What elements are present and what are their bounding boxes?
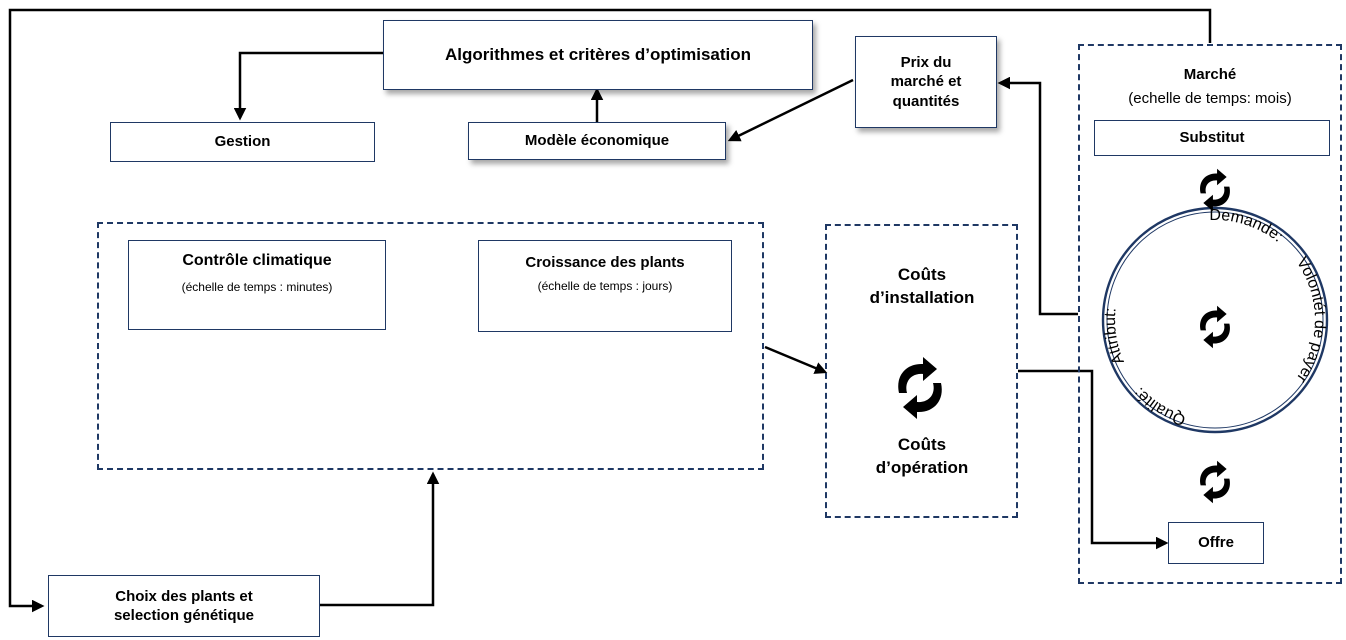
choix-to-production-arrow xyxy=(320,471,440,607)
croissance-title: Croissance des plants xyxy=(525,254,685,271)
choix-label-line1: Choix des plants et xyxy=(115,587,253,605)
substitut-label: Substitut xyxy=(1179,129,1245,147)
choix-label-line2: selection génétique xyxy=(113,607,255,624)
cycle-arrows-icon xyxy=(1200,168,1230,212)
cycle-arrows-icon xyxy=(1200,460,1230,504)
offre-box: Offre xyxy=(1168,522,1264,564)
controle-title-part1: Contrôle xyxy=(182,252,253,269)
marche-subtitle: (echelle de temps: mois) xyxy=(1128,90,1292,107)
couts-operation-label: Coûts d’opération xyxy=(828,434,1016,480)
marche-title: Marché xyxy=(1183,66,1237,83)
feedback-loop-arrow xyxy=(8,8,1212,613)
couts-operation-line1: Coûts xyxy=(897,435,947,454)
couts-container xyxy=(825,224,1018,518)
algorithmes-box: Algorithmes et critères d’optimisation xyxy=(383,20,813,90)
marche-container xyxy=(1078,44,1342,584)
couts-to-offre-arrow xyxy=(1018,369,1169,550)
market-cycle-circle xyxy=(1101,206,1329,434)
marche-to-prix-arrow xyxy=(997,76,1078,316)
controle-climatique-box: Contrôle climatique (échelle de temps : … xyxy=(128,240,386,330)
prix-to-modele-arrow xyxy=(727,78,854,142)
controle-title-part2: climatique xyxy=(252,252,332,269)
couts-operation-line2: d’opération xyxy=(875,457,969,477)
couts-installation-label: Coûts d’installation xyxy=(828,264,1016,310)
gestion-label: Gestion xyxy=(214,133,271,151)
prix-label-line1: Prix du xyxy=(900,53,952,71)
market-cycle-inner-circle xyxy=(1106,211,1324,429)
choix-plants-box: Choix des plants et selection génétique xyxy=(48,575,320,637)
modele-economique-box: Modèle économique xyxy=(468,122,726,160)
cycle-arrows-icon xyxy=(1200,305,1230,349)
gestion-box: Gestion xyxy=(110,122,375,162)
croissance-plants-box: Croissance des plants (échelle de temps … xyxy=(478,240,732,332)
modele-economique-label: Modèle économique xyxy=(524,132,670,150)
production-system-container xyxy=(97,222,764,470)
algorithmes-label: Algorithmes et critères d’optimisation xyxy=(444,44,752,64)
prix-label-line3: quantités xyxy=(892,92,960,110)
croissance-subtitle: (échelle de temps : jours) xyxy=(537,278,673,293)
controle-subtitle: (échelle de temps : minutes) xyxy=(181,279,333,294)
production-to-couts-arrow xyxy=(764,345,828,374)
algo-to-gestion-arrow xyxy=(233,51,383,121)
couts-installation-line1: Coûts xyxy=(897,265,947,284)
cycle-arrows-icon xyxy=(898,357,942,419)
couts-installation-line2: d’installation xyxy=(869,287,975,307)
substitut-box: Substitut xyxy=(1094,120,1330,156)
offre-label: Offre xyxy=(1198,534,1234,552)
prix-label-line2: marché et xyxy=(890,73,962,91)
prix-marche-box: Prix du marché et quantités xyxy=(855,36,997,128)
